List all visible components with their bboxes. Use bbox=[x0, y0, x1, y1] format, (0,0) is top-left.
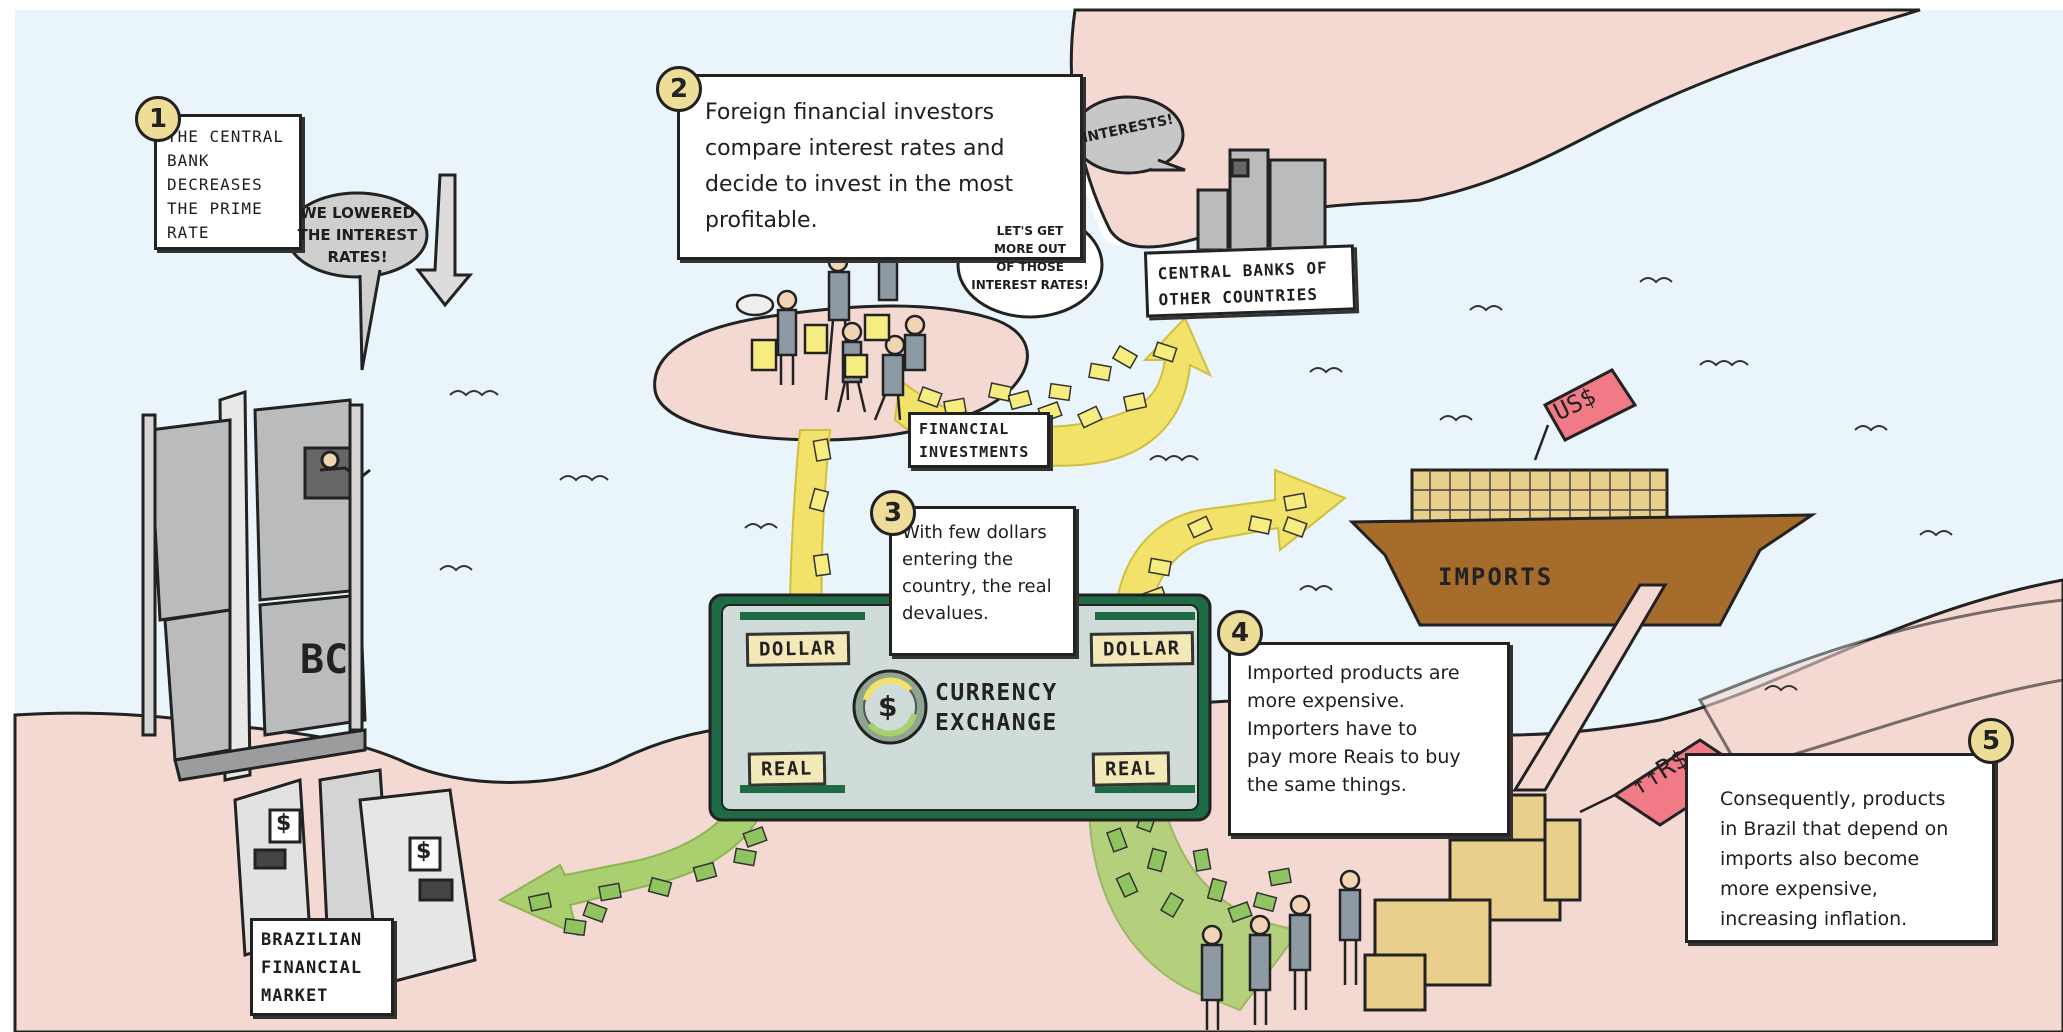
exchange-dollar-in: DOLLAR bbox=[745, 631, 850, 667]
rate-down-arrow bbox=[414, 173, 474, 308]
exchange-real-in: REAL bbox=[747, 751, 827, 787]
step-4-box: Imported products are more expensive. Im… bbox=[1228, 642, 1510, 836]
exchange-dollar-icon: $ bbox=[878, 690, 898, 723]
label-central-banks-other: CENTRAL BANKS OF OTHER COUNTRIES bbox=[1143, 244, 1357, 318]
step-5-badge: 5 bbox=[1968, 718, 2014, 764]
step-5-text: Consequently, products in Brazil that de… bbox=[1720, 788, 1949, 930]
step-3-text: With few dollars entering the country, t… bbox=[902, 522, 1052, 624]
exchange-title-line1: CURRENCY bbox=[935, 680, 1058, 706]
imports-label: IMPORTS bbox=[1438, 563, 1554, 591]
step-1-badge: 1 bbox=[135, 96, 181, 142]
central-bank-building bbox=[141, 389, 371, 782]
investor-figures bbox=[735, 234, 936, 421]
step-4-text: Imported products are more expensive. Im… bbox=[1247, 662, 1461, 796]
step-1-box: THE CENTRAL BANK DECREASES THE PRIME RAT… bbox=[154, 114, 302, 250]
atm-dollar-sign-2: $ bbox=[416, 839, 432, 864]
exchange-title: CURRENCY EXCHANGE bbox=[935, 678, 1058, 738]
imports-ship bbox=[1348, 468, 1818, 627]
bc-building-label: BC bbox=[300, 637, 349, 683]
importer-figures bbox=[1200, 869, 1362, 1030]
step-3-box: With few dollars entering the country, t… bbox=[889, 506, 1076, 656]
cargo-crates bbox=[1363, 793, 1582, 1012]
step-4-badge: 4 bbox=[1217, 610, 1263, 656]
step-2-text: Foreign financial investors compare inte… bbox=[705, 100, 1014, 233]
speech-central-bank: WE LOWERED THE INTEREST RATES! bbox=[297, 204, 418, 266]
step-3-badge: 3 bbox=[870, 490, 916, 536]
label-financial-investments: FINANCIAL INVESTMENTS bbox=[908, 412, 1050, 468]
exchange-real-out: REAL bbox=[1091, 751, 1171, 787]
exchange-title-line2: EXCHANGE bbox=[935, 710, 1058, 736]
cargo-ramp bbox=[1512, 583, 1668, 792]
waves bbox=[439, 277, 1953, 692]
usd-price-tag bbox=[1533, 368, 1638, 461]
speech-investors: LET'S GET MORE OUT OF THOSE INTEREST RAT… bbox=[971, 224, 1089, 292]
foreign-central-banks bbox=[1196, 148, 1327, 252]
exchange-dollar-out: DOLLAR bbox=[1089, 631, 1194, 667]
step-2-box: Foreign financial investors compare inte… bbox=[677, 74, 1083, 260]
step-2-badge: 2 bbox=[656, 66, 702, 112]
step-1-text: THE CENTRAL BANK DECREASES THE PRIME RAT… bbox=[167, 127, 284, 242]
atm-dollar-sign-1: $ bbox=[276, 811, 292, 836]
step-5-box: Consequently, products in Brazil that de… bbox=[1685, 753, 1995, 943]
label-brazilian-market: BRAZILIAN FINANCIAL MARKET bbox=[250, 918, 394, 1016]
